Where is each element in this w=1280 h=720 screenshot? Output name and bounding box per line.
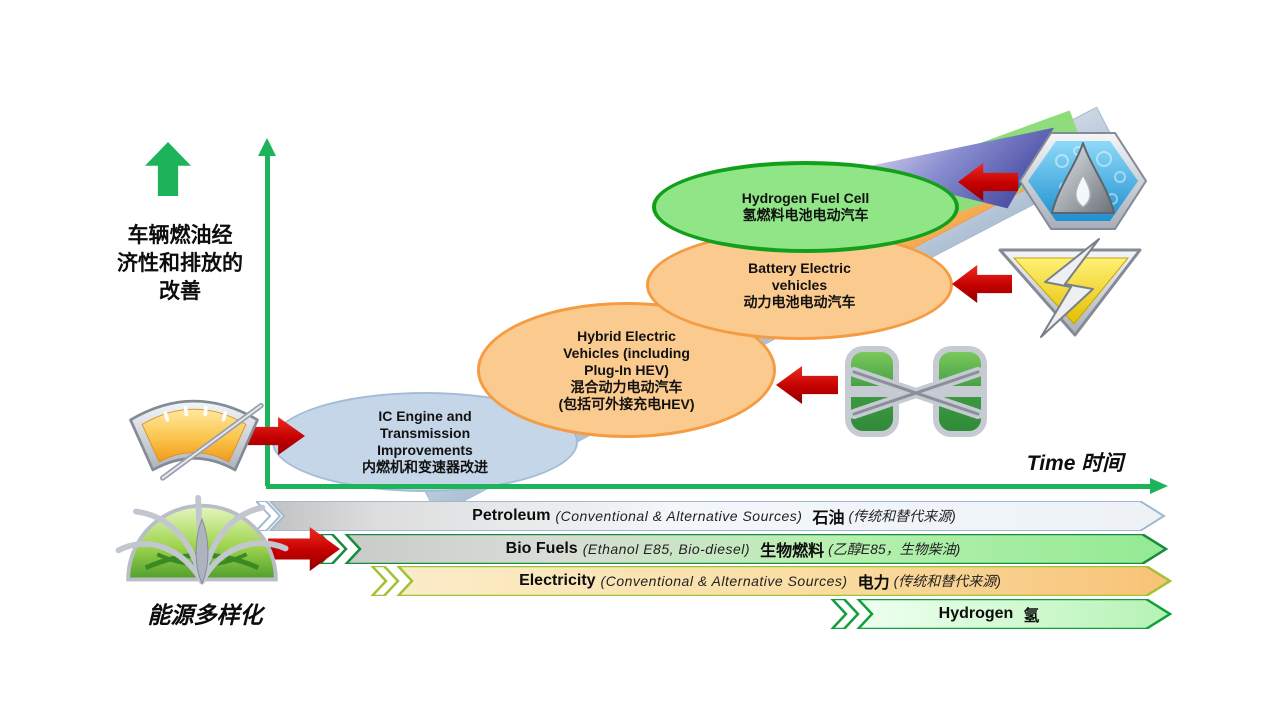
stage-ellipse-hydrogen-fuel-cell: Hydrogen Fuel Cell 氢燃料电池电动汽车 <box>652 161 959 253</box>
banner-label-zh: 石油 <box>812 510 845 527</box>
hydrogen-drop-hexagon-icon <box>1018 132 1148 230</box>
banner-label-zh: 电力 <box>857 575 890 592</box>
hydrogen-banner-shape <box>830 599 1172 629</box>
y-axis-label-line: 车辆燃油经 <box>127 224 233 247</box>
banner-label-zh: 生物燃料 <box>760 543 825 560</box>
banner-label-zh: 氢 <box>1023 608 1040 625</box>
y-axis-label-line: 济性和排放的 <box>117 252 243 275</box>
banner-label-en: Petroleum <box>472 507 551 524</box>
stage-text-line: (包括可外接充电HEV) <box>558 395 695 412</box>
y-axis-arrowhead-icon <box>258 138 276 156</box>
stage-text-line: Plug-In HEV) <box>584 361 669 378</box>
y-axis-label: 车辆燃油经 济性和排放的 改善 <box>98 222 262 306</box>
y-axis-line <box>265 156 270 486</box>
stage-text-line: 氢燃料电池电动汽车 <box>742 207 869 223</box>
banner-label-en: Hydrogen <box>938 605 1014 622</box>
stage-text-line: IC Engine and <box>378 408 472 424</box>
banner-sublabel-zh: (乙醇E85，生物柴油) <box>828 541 961 557</box>
banner-sublabel-en: (Ethanol E85, Bio-diesel) <box>582 541 751 557</box>
fuel-banner-petroleum: Petroleum (Conventional & Alternative So… <box>256 501 1172 531</box>
energy-diversification-label: 能源多样化 <box>147 602 263 628</box>
banner-sublabel-zh: (传统和替代来源) <box>893 573 1001 589</box>
stage-text-line: vehicles <box>771 276 828 293</box>
banner-label-en: Bio Fuels <box>505 540 578 557</box>
speedometer-gauge-icon <box>129 399 264 481</box>
x-axis-arrowhead-icon <box>1150 478 1168 494</box>
hybrid-drive-icon <box>845 346 987 437</box>
stage-text-line: 动力电池电动汽车 <box>743 293 856 310</box>
banner-sublabel-en: (Conventional & Alternative Sources) <box>555 508 803 524</box>
stage-text-line: Improvements <box>377 442 473 458</box>
banner-label-en: Electricity <box>519 572 596 589</box>
fuel-banner-biofuels: Bio Fuels (Ethanol E85, Bio-diesel) 生物燃料… <box>294 534 1172 564</box>
stage-text-line: 混合动力电动汽车 <box>570 378 683 395</box>
electricity-lightning-icon <box>998 238 1142 338</box>
stage-text-line: Hydrogen Fuel Cell <box>741 190 870 206</box>
fuel-banner-electricity: Electricity (Conventional & Alternative … <box>348 566 1172 596</box>
energy-plant-icon <box>115 494 289 585</box>
stage-text-line: 内燃机和变速器改进 <box>362 459 488 475</box>
banner-sublabel-zh: (传统和替代来源) <box>848 508 956 524</box>
stage-text-line: Vehicles (including <box>563 344 690 361</box>
electricity-banner-shape <box>370 566 1172 596</box>
x-axis-line <box>266 484 1152 489</box>
stage-text-line: Transmission <box>379 425 471 441</box>
stage-text-line: Battery Electric <box>748 259 851 276</box>
x-axis-label: Time 时间 <box>1026 452 1124 475</box>
fuel-banner-hydrogen: Hydrogen 氢 <box>806 599 1172 629</box>
y-axis-label-line: 改善 <box>159 280 201 303</box>
improvement-up-arrow-icon <box>145 142 191 196</box>
banner-sublabel-en: (Conventional & Alternative Sources) <box>600 573 848 589</box>
petroleum-banner-shape <box>256 501 1166 531</box>
red-arrow-hybrid-icon-to-hev <box>776 366 838 404</box>
stage-text-line: Hybrid Electric <box>577 327 676 344</box>
